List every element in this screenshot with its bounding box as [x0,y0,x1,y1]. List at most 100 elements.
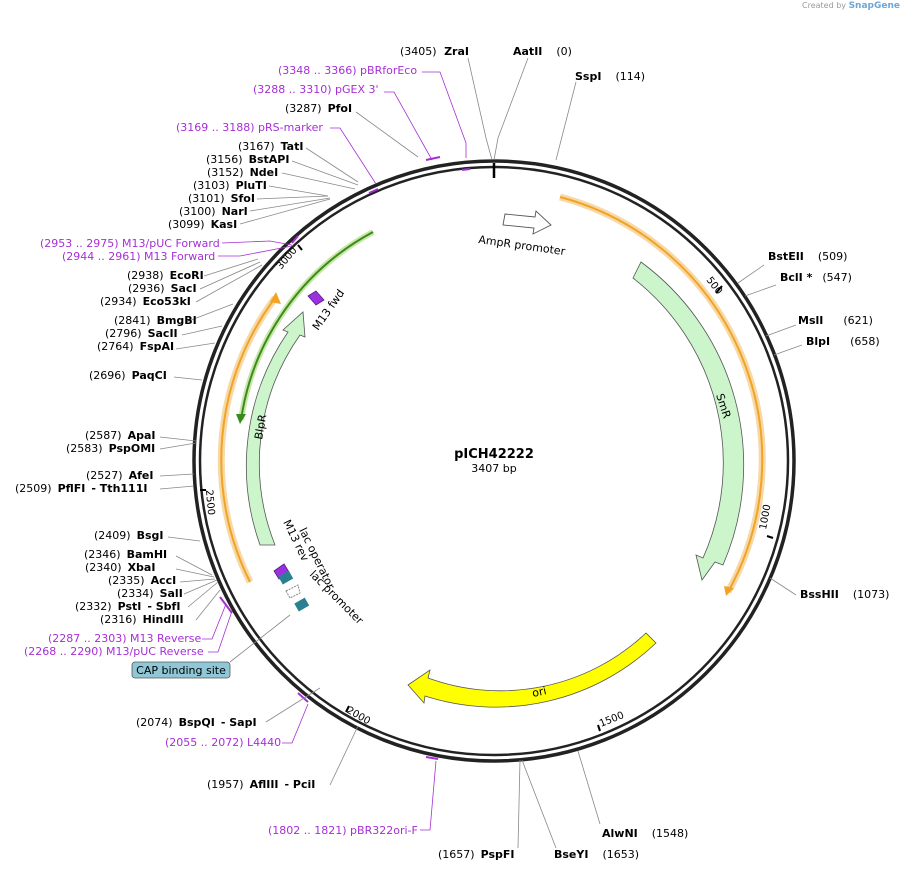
enzyme-bamhi: (2346)BamHI [84,548,167,561]
bmgbi-leader [185,303,234,323]
cap-binding-site: CAP binding site [131,614,291,679]
psti-leader [187,581,219,608]
m13puc-fwd-leader [221,240,293,246]
enzyme-saci: (2936)SacI [128,282,197,295]
ampr-promoter-arrow [502,210,552,235]
enzyme-fspai: (2764)FspAI [97,340,174,353]
tick-label-1000: 1000 [758,504,773,531]
primer-l4440: (2055 .. 2072) L4440 [165,736,281,749]
enzyme-pluti: (3103)PluTI [193,179,267,192]
saci-leader [199,261,261,290]
backbone-outer-strand [192,159,796,763]
plasmid-size: 3407 bp [471,462,516,475]
enzyme-bmgbi: (2841)BmgBI [114,314,197,327]
enzyme-aatii: AatII(0) [513,45,572,58]
enzyme-zrai: (3405) ZraI [400,45,469,58]
primer-m13puc-rev: (2268 .. 2290) M13/pUC Reverse [24,645,204,658]
aatii-leader [493,57,529,161]
tick-mark-1500 [597,724,601,732]
primer-m13puc-fwd: (2953 .. 2975) M13/pUC Forward [40,237,220,250]
bamhi-leader [175,555,213,576]
cap-label: CAP binding site [136,664,226,677]
bseyi-leader [521,759,557,849]
m13-fwd-arrow [307,290,325,306]
enzyme-sali: (2334)SalI [117,587,183,600]
feature-ampr-promoter: AmpR promoter [478,210,566,258]
enzyme-bspqi: (2074)BspQI- SapI [136,716,257,729]
apai-leader [159,436,197,442]
m13puc-fwd-mark [291,235,299,244]
kasi-leader [239,198,331,225]
enzyme-psti: (2332)PstI- SbfI [75,600,180,613]
cap-leader [229,614,291,663]
pbrforeco-leader [422,71,467,158]
pgex3-mark [461,168,471,171]
orf-right-arrowhead [724,586,734,596]
enzyme-bsgi: (2409)BsgI [94,529,163,542]
enzyme-blpi: BlpI(658) [806,335,880,348]
pbr322ori-mark [425,756,439,760]
cap-box [131,661,231,679]
enzyme-apai: (2587)ApaI [85,429,155,442]
enzyme-bsshii: BssHII(1073) [800,588,889,601]
tick-mark-3000 [297,244,303,251]
lac-operator-box [278,570,294,585]
bspqi-leader [265,687,321,723]
eco53ki-leader [195,264,263,303]
feature-m13-fwd: M13 fwd [307,287,347,333]
enzyme-bseyi: BseYI(1653) [554,848,639,861]
enzyme-bstapi: (3156)BstAPI [206,153,289,166]
snapgene-logo: SnapGene [848,1,900,11]
orf-right [559,196,764,593]
primer-pbr322ori: (1802 .. 1821) pBR322ori-F [268,824,418,837]
l4440-mark [297,692,309,703]
paqci-leader [173,376,203,381]
enzyme-ecori: (2938)EcoRI [127,269,204,282]
lac-region: M13 rev lac operator lac promoter [273,518,366,627]
ecori-leader [203,258,259,277]
enzyme-hindiii: (2316)HindIII [100,613,184,626]
primer-m13-fwd: (2944 .. 2961) M13 Forward [62,250,215,263]
enzyme-nari: (3100)NarI [179,205,248,218]
pflfi-leader [159,485,195,490]
prsmarker-mark [368,188,379,194]
snapgene-credit: Created by SnapGene [802,1,900,11]
l4440-leader [282,703,309,744]
enzyme-ndei: (3152)NdeI [207,166,278,179]
enzyme-kasi: (3099)KasI [168,218,237,231]
tick-mark-1000 [766,535,774,539]
smr-arrow [632,261,745,581]
enzyme-pflfi: (2509)PflFI- Tth111I [15,482,147,495]
enzyme-eco53ki: (2934)Eco53kI [100,295,191,308]
tati-leader [305,147,359,183]
ndei-leader [281,172,356,190]
tick-mark-500 [715,285,723,294]
enzyme-paqci: (2696)PaqCI [89,369,167,382]
enzyme-labels: (3405) ZraI AatII(0) SspI(114) (3287)Pfo… [15,45,889,861]
primer-m13-rev: (2287 .. 2303) M13 Reverse [48,632,201,645]
msli-leader [765,324,797,337]
enzyme-pfoi: (3287)PfoI [285,102,352,115]
enzyme-acci: (2335)AccI [108,574,176,587]
primer-pgex3: (3288 .. 3310) pGEX 3' [253,83,379,96]
feature-ori: ori [407,632,657,708]
blpr-label: BlpR [252,413,269,440]
pluti-leader [268,185,329,197]
pbr322ori-leader [420,760,437,831]
ori-arrow [407,632,657,708]
enzyme-pspfi: (1657)PspFI [438,848,514,861]
zrai-leader [467,57,493,161]
enzyme-msli: MslI(621) [798,314,873,327]
afei-leader [159,473,195,477]
tick-mark-2000 [345,705,350,713]
hindiii-leader [195,589,221,621]
nari-leader [249,197,331,212]
orf-arcs [217,193,766,596]
bsgi-leader [167,536,201,542]
primer-leaders [202,71,467,831]
feature-smr: SmR [632,261,745,581]
green-orf-arrowhead [236,414,246,424]
ori-label: ori [531,684,548,700]
orf-left [220,297,276,583]
